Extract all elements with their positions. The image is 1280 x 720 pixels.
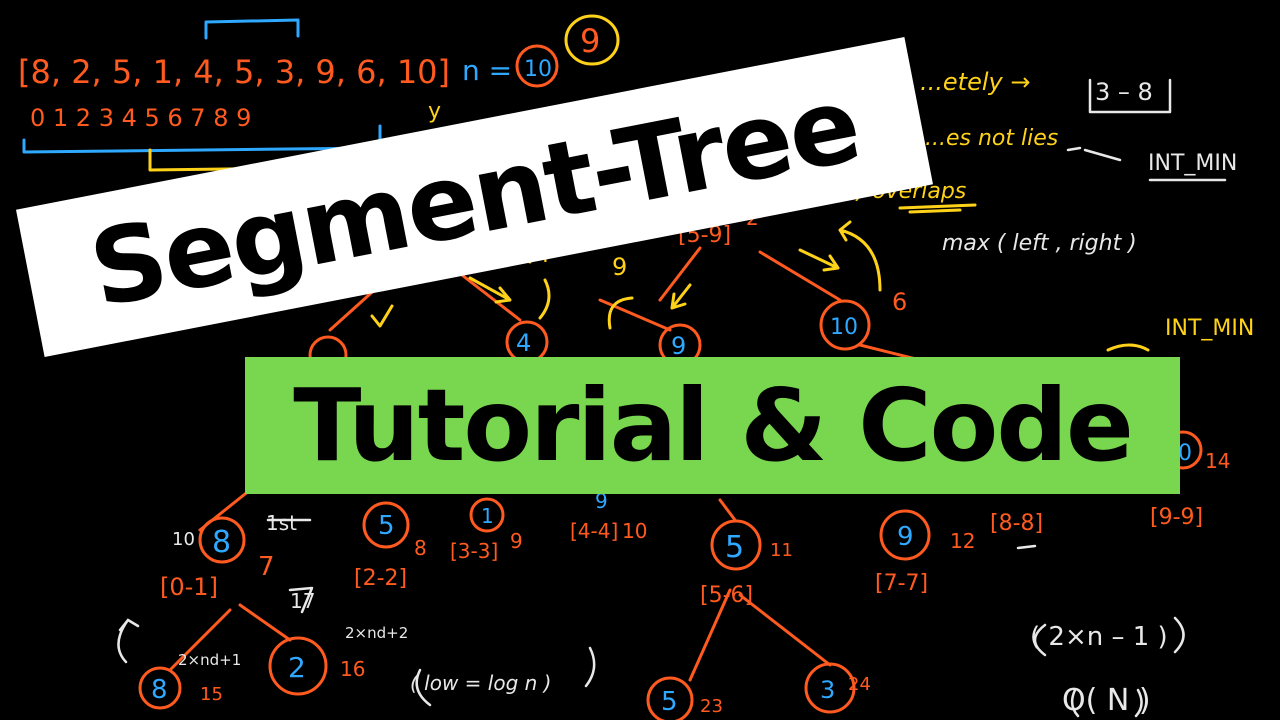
- node-value-0: 0: [1178, 441, 1192, 466]
- n-circled-value: 9: [580, 22, 600, 60]
- white-note-strokes: [117, 78, 1227, 718]
- node-value-9b: 9: [595, 489, 608, 513]
- node-value-2: 2: [288, 651, 306, 684]
- note-num-y: y: [428, 99, 441, 124]
- note-max-left-right: max ( left , right ): [942, 231, 1137, 256]
- node-value-5c: 5: [661, 687, 678, 717]
- node-range-8-8: [8-8]: [990, 511, 1043, 536]
- note-int-min-1: INT_MIN: [1148, 151, 1237, 176]
- note-completely: ...etely →: [920, 68, 1030, 96]
- node-label-23: 23: [700, 696, 723, 717]
- node-value-5a: 5: [378, 511, 395, 541]
- node-range-4-4: [4-4]: [570, 519, 618, 543]
- node-value-9a: 9: [671, 332, 686, 360]
- note-num-6: 6: [892, 288, 907, 316]
- node-value-1: 1: [481, 504, 494, 528]
- yellow-arrows: [370, 220, 1150, 352]
- node-range-5-6: [5-6]: [700, 583, 753, 608]
- node-label-10: 10: [172, 529, 195, 550]
- array-values: [8, 2, 5, 1, 4, 5, 3, 9, 6, 10]: [18, 53, 450, 91]
- node-range-3-3: [3-3]: [450, 539, 498, 563]
- node-value-8b: 8: [151, 675, 168, 705]
- note-int-min-2: INT_MIN: [1165, 316, 1254, 341]
- node-range-0-1: [0-1]: [160, 573, 218, 601]
- node-range-2-2: [2-2]: [354, 566, 407, 591]
- tree-edges: [168, 246, 1162, 682]
- note-2nd-plus-2: 2×nd+2: [345, 624, 408, 642]
- node-label-8: 8: [414, 536, 427, 560]
- array-indices: 0 1 2 3 4 5 6 7 8 9: [30, 104, 251, 132]
- note-range-3-8: 3 – 8: [1095, 78, 1153, 106]
- array-bracket-top: [204, 18, 300, 40]
- n-value-circle: [515, 44, 559, 88]
- node-range-9-9: [9-9]: [1150, 505, 1203, 530]
- node-value-3: 3: [820, 676, 835, 704]
- extra-label-7: 7: [258, 552, 275, 582]
- node-label-16: 16: [340, 657, 365, 681]
- node-label-10b: 10: [622, 519, 647, 543]
- note-2n-minus-1: ( 2×n – 1 ): [1030, 622, 1168, 652]
- n-label: n =: [462, 54, 512, 87]
- title-line-2: Tutorial & Code: [293, 367, 1134, 484]
- extra-label-17: 17: [290, 589, 315, 613]
- note-underlines: [898, 203, 977, 214]
- node-range-7-7: [7-7]: [875, 571, 928, 596]
- node-value-5b: 5: [725, 530, 744, 565]
- note-num-9: 9: [612, 253, 627, 281]
- node-value-10: 10: [830, 315, 858, 340]
- note-log-n: ( low = log n ): [410, 671, 551, 695]
- n-circled-ring: [564, 14, 620, 66]
- array-underline: [22, 124, 382, 154]
- node-value-4: 4: [516, 329, 531, 357]
- n-value: 10: [524, 57, 552, 82]
- node-label-14: 14: [1205, 449, 1230, 473]
- note-big-o: O( N ): [1062, 683, 1151, 718]
- node-label-11: 11: [770, 540, 793, 561]
- node-label-12: 12: [950, 529, 975, 553]
- note-1st: 1st: [266, 511, 297, 535]
- node-label-15: 15: [200, 684, 223, 705]
- note-2nd-plus-1: 2×nd+1: [178, 651, 241, 669]
- title-banner-tutorial-code: Tutorial & Code: [245, 357, 1180, 494]
- node-value-8: 8: [212, 525, 231, 560]
- node-label-9: 9: [510, 529, 523, 553]
- note-not-lies: ...es not lies: [925, 126, 1058, 151]
- node-label-24: 24: [848, 674, 871, 695]
- node-value-9c: 9: [897, 522, 914, 552]
